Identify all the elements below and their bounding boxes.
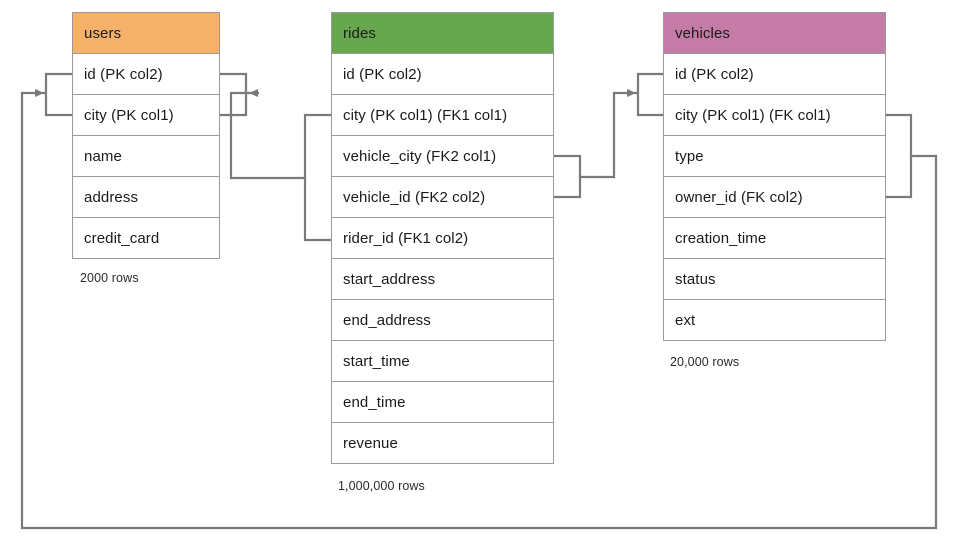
connector-rides-fk2-route bbox=[578, 89, 638, 179]
entity-field[interactable]: status bbox=[663, 259, 886, 300]
entity-field[interactable]: city (PK col1) bbox=[72, 95, 220, 136]
entity-field[interactable]: start_time bbox=[331, 341, 554, 382]
row-count-label-vehicles: 20,000 rows bbox=[670, 355, 740, 369]
entity-field[interactable]: id (PK col2) bbox=[331, 54, 554, 95]
entity-field[interactable]: revenue bbox=[331, 423, 554, 464]
entity-field[interactable]: ext bbox=[663, 300, 886, 341]
connector-users-right-bracket bbox=[218, 72, 248, 117]
entity-field[interactable]: vehicle_city (FK2 col1) bbox=[331, 136, 554, 177]
entity-field[interactable]: city (PK col1) (FK1 col1) bbox=[331, 95, 554, 136]
entity-field[interactable]: city (PK col1) (FK col1) bbox=[663, 95, 886, 136]
entity-field[interactable]: creation_time bbox=[663, 218, 886, 259]
entity-header-users: users bbox=[72, 12, 220, 54]
connector-rides-fk1-bracket bbox=[303, 113, 333, 242]
connector-vehicles-left-bracket bbox=[636, 72, 665, 117]
entity-field[interactable]: start_address bbox=[331, 259, 554, 300]
connector-rides-fk2-bracket bbox=[552, 154, 582, 199]
connector-rides-fk1-route bbox=[229, 89, 307, 180]
entity-field[interactable]: end_time bbox=[331, 382, 554, 423]
entity-field[interactable]: owner_id (FK col2) bbox=[663, 177, 886, 218]
entity-header-vehicles: vehicles bbox=[663, 12, 886, 54]
row-count-label-users: 2000 rows bbox=[80, 271, 139, 285]
entity-field[interactable]: end_address bbox=[331, 300, 554, 341]
entity-field[interactable]: name bbox=[72, 136, 220, 177]
entity-field[interactable]: id (PK col2) bbox=[72, 54, 220, 95]
row-count-label-rides: 1,000,000 rows bbox=[338, 479, 425, 493]
entity-field[interactable]: address bbox=[72, 177, 220, 218]
connector-vehicles-right-bracket bbox=[884, 113, 913, 199]
entity-field[interactable]: rider_id (FK1 col2) bbox=[331, 218, 554, 259]
entity-field[interactable]: type bbox=[663, 136, 886, 177]
connector-users-left-bracket bbox=[44, 72, 74, 117]
entity-field[interactable]: credit_card bbox=[72, 218, 220, 259]
entity-field[interactable]: vehicle_id (FK2 col2) bbox=[331, 177, 554, 218]
entity-header-rides: rides bbox=[331, 12, 554, 54]
entity-field[interactable]: id (PK col2) bbox=[663, 54, 886, 95]
